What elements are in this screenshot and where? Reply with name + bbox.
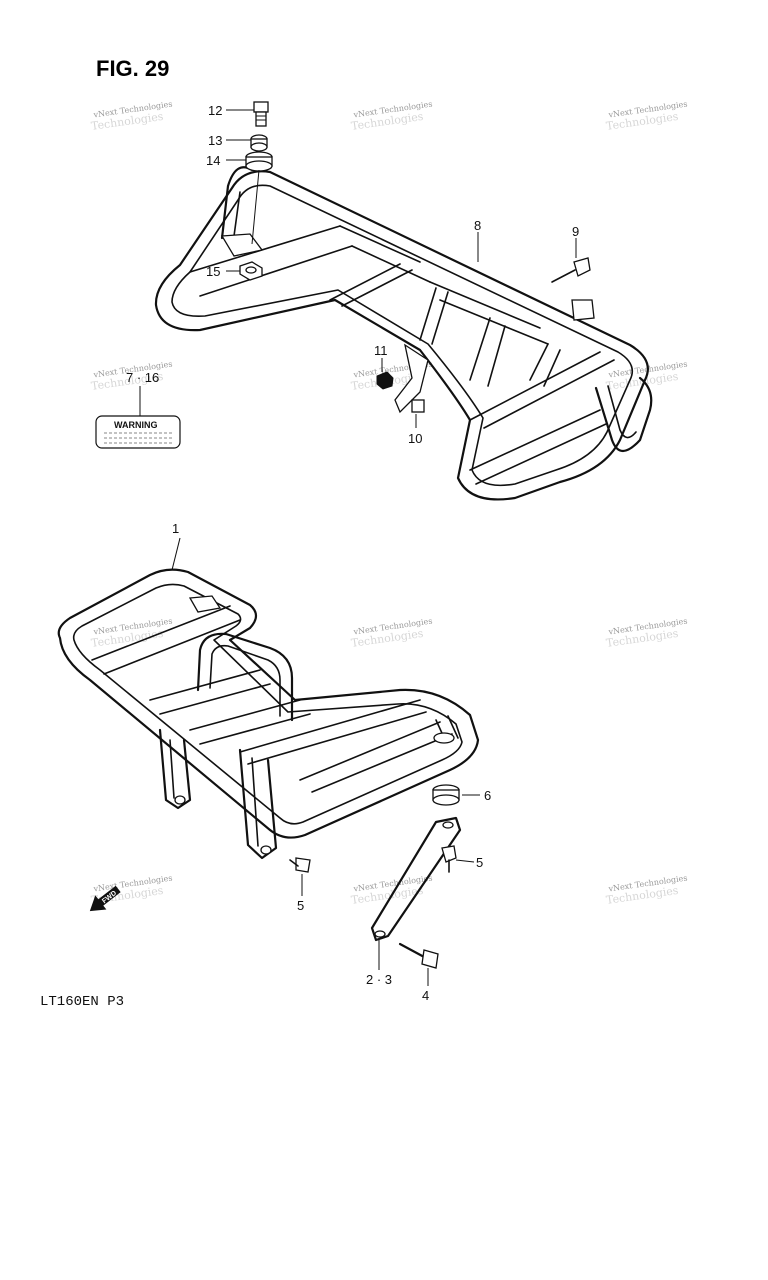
callout-4: 4 bbox=[422, 988, 429, 1003]
bolt-5-right bbox=[441, 845, 457, 873]
bolt-12 bbox=[253, 101, 269, 127]
figure-title: FIG. 29 bbox=[96, 56, 169, 81]
callout-10: 10 bbox=[408, 431, 422, 446]
callout-6: 6 bbox=[484, 788, 491, 803]
watermark: Technologies vNext Technologies bbox=[350, 873, 433, 906]
model-code: LT160EN P3 bbox=[40, 994, 124, 1010]
watermark: Technologies vNext Technologies bbox=[350, 616, 433, 649]
nut-11 bbox=[376, 371, 394, 390]
callout-12: 12 bbox=[208, 103, 222, 118]
watermark: Technologies vNext Technologies bbox=[350, 99, 433, 132]
callout-5-right: 5 bbox=[476, 855, 483, 870]
callout-5-left: 5 bbox=[297, 898, 304, 913]
watermark: Technologies vNext Technologies bbox=[605, 616, 688, 649]
warning-text: WARNING bbox=[114, 420, 158, 430]
callout-15: 15 bbox=[206, 264, 220, 279]
forward-arrow-icon bbox=[89, 885, 121, 912]
collar-13 bbox=[250, 134, 268, 152]
grommet-14 bbox=[245, 151, 273, 172]
spacer-10 bbox=[411, 399, 425, 413]
watermark: Technologies vNext Technologies bbox=[605, 99, 688, 132]
front-carrier-rack bbox=[57, 568, 480, 860]
grommet-6 bbox=[432, 784, 460, 806]
watermark: Technologies vNext Technologies bbox=[90, 99, 173, 132]
bolt-4 bbox=[398, 942, 439, 969]
callout-11: 11 bbox=[374, 343, 388, 358]
support-stay-2-3 bbox=[370, 816, 462, 942]
warning-sticker bbox=[95, 415, 181, 449]
warning-label: 7 · 16 WARNING bbox=[95, 370, 181, 449]
watermark: Technologies vNext Technologies bbox=[605, 873, 688, 906]
callout-9: 9 bbox=[572, 224, 579, 239]
callout-14: 14 bbox=[206, 153, 220, 168]
rear-carrier-rack bbox=[154, 166, 653, 501]
nut-15 bbox=[239, 261, 263, 281]
callout-7-16: 7 · 16 bbox=[126, 370, 159, 385]
callout-13: 13 bbox=[208, 133, 222, 148]
callout-1: 1 bbox=[172, 521, 179, 536]
bolt-5-left bbox=[289, 857, 311, 873]
watermark-group: Technologies vNext Technologies Technolo… bbox=[90, 99, 688, 906]
callout-2-3: 2 · 3 bbox=[366, 972, 392, 987]
bolt-9 bbox=[551, 257, 591, 283]
callout-8: 8 bbox=[474, 218, 481, 233]
